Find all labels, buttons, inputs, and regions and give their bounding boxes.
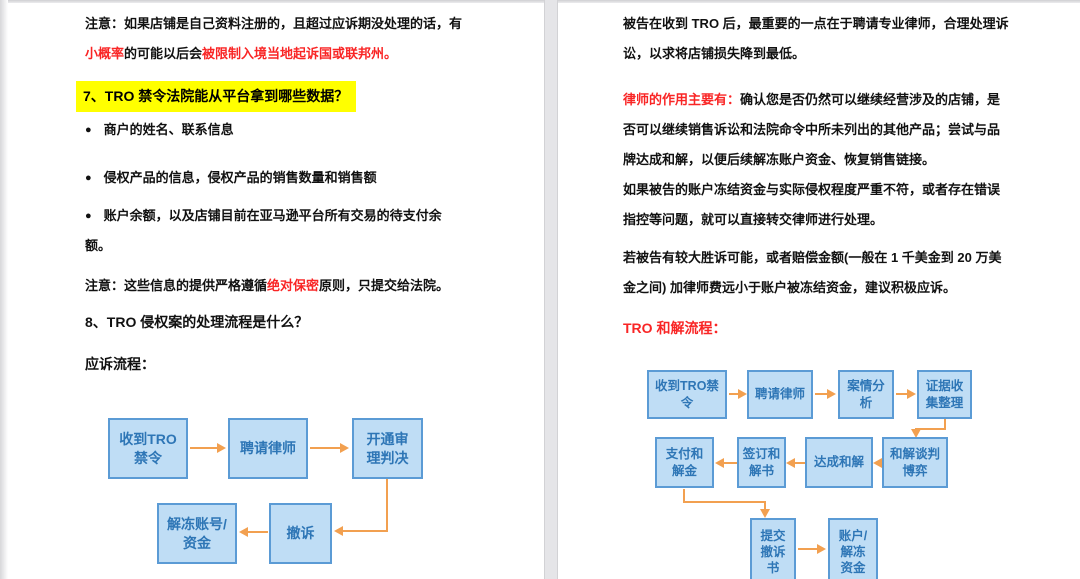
flow-node-submit-withdrawal: 提交 撤诉 书 — [750, 518, 796, 579]
flow-node-case-analysis: 案情分 析 — [838, 370, 894, 419]
bullet-item-2: ●侵权产品的信息，侵权产品的销售数量和销售额 — [85, 170, 377, 185]
arrow-right-line — [798, 548, 818, 550]
arrow-right-line — [896, 393, 908, 395]
heading-7-highlighted: 7、TRO 禁令法院能从平台拿到哪些数据？ — [76, 81, 357, 112]
para2-line3: 牌达成和解，以便后续解冻账户资金、恢复销售链接。 — [623, 152, 936, 167]
arrow-right-line — [729, 393, 739, 395]
para3-line1: 如果被告的账户冻结资金与实际侵权程度严重不符，或者存在错误 — [623, 182, 1001, 197]
page-top-shadow — [0, 0, 1080, 3]
arrow-right-icon — [340, 443, 349, 453]
arrow-right-icon — [827, 389, 836, 399]
page-gap-divider — [544, 0, 558, 579]
bullet-icon: ● — [85, 210, 92, 222]
flow-node-account-unfreeze: 账户/ 解冻 资金 — [828, 518, 878, 579]
elbow-arrow-line — [944, 419, 946, 430]
para4-line1: 若被告有较大胜诉可能，或者赔偿金额(一般在 1 千美金到 20 万美 — [623, 250, 1002, 265]
bullet-item-3: ●账户余额，以及店铺目前在亚马逊平台所有交易的待支付余 — [85, 208, 442, 223]
bullet-icon: ● — [85, 172, 92, 184]
right-flow-title: TRO 和解流程： — [623, 320, 727, 336]
arrow-right-icon — [217, 443, 226, 453]
flow-node-hire-lawyer: 聘请律师 — [747, 370, 813, 419]
elbow-arrow-line — [342, 530, 388, 532]
elbow-arrow-line — [915, 428, 946, 430]
flow-node-withdraw-case: 撤诉 — [269, 503, 332, 564]
para2-line2: 否可以继续销售诉讼和法院命令中所未列出的其他产品；尝试与品 — [623, 122, 1001, 137]
bullet-item-3-wrap: 额。 — [85, 238, 112, 253]
arrow-down-icon — [760, 509, 770, 518]
heading-8: 8、TRO 侵权案的处理流程是什么？ — [85, 314, 309, 330]
bullet-item-1: ●商户的姓名、联系信息 — [85, 122, 234, 137]
arrow-down-icon — [911, 429, 921, 438]
flow-node-receive-tro: 收到TRO禁 令 — [647, 370, 727, 419]
arrow-left-icon — [715, 458, 724, 468]
para3-line2: 指控等问题，就可以直接转交律师进行处理。 — [623, 212, 884, 227]
arrow-left-icon — [239, 527, 248, 537]
para1-line1: 被告在收到 TRO 后，最重要的一点在于聘请专业律师，合理处理诉 — [623, 16, 1009, 31]
arrow-left-line — [795, 462, 805, 464]
arrow-right-line — [815, 393, 828, 395]
para2-line1: 律师的作用主要有：确认您是否仍然可以继续经营涉及的店铺，是 — [623, 92, 1001, 107]
flow-node-trial-judgment: 开通审 理判决 — [352, 418, 423, 479]
arrow-left-icon — [334, 526, 343, 536]
elbow-arrow-line — [764, 501, 766, 509]
arrow-right-line — [310, 447, 341, 449]
elbow-arrow-line — [683, 489, 685, 503]
arrow-right-icon — [817, 544, 826, 554]
arrow-left-line — [724, 462, 737, 464]
arrow-right-line — [190, 447, 218, 449]
elbow-arrow-line — [683, 501, 766, 503]
elbow-arrow-line — [386, 479, 388, 532]
note2-line: 注意：这些信息的提供严格遵循绝对保密原则，只提交给法院。 — [85, 278, 450, 293]
arrow-left-icon — [786, 458, 795, 468]
arrow-left-line — [248, 531, 268, 533]
page-right: 被告在收到 TRO 后，最重要的一点在于聘请专业律师，合理处理诉 讼，以求将店铺… — [556, 0, 1080, 579]
page-left: 注意：如果店铺是自己资料注册的，且超过应诉期没处理的话，有 小概率的可能以后会被… — [8, 0, 544, 579]
left-flow-title: 应诉流程： — [85, 356, 155, 372]
note1-line1: 注意：如果店铺是自己资料注册的，且超过应诉期没处理的话，有 — [85, 16, 463, 31]
flow-node-hire-lawyer: 聘请律师 — [228, 418, 308, 479]
page-left-shadow — [0, 0, 8, 579]
bullet-icon: ● — [85, 124, 92, 136]
para1-line2: 讼，以求将店铺损失降到最低。 — [623, 46, 806, 61]
flow-node-evidence-collection: 证据收 集整理 — [917, 370, 972, 419]
flow-node-sign-settlement: 签订和 解书 — [737, 437, 786, 488]
flow-node-receive-tro: 收到TRO 禁令 — [108, 418, 188, 479]
arrow-right-icon — [907, 389, 916, 399]
flow-node-unfreeze-account: 解冻账号/ 资金 — [157, 503, 237, 564]
flow-node-pay-settlement: 支付和 解金 — [655, 437, 714, 488]
para4-line2: 金之间) 加律师费远小于账户被冻结资金，建议积极应诉。 — [623, 280, 956, 295]
arrow-left-icon — [873, 458, 882, 468]
arrow-right-icon — [738, 389, 747, 399]
flow-node-reach-settlement: 达成和解 — [805, 437, 873, 488]
flow-node-settlement-negotiation: 和解谈判 博弈 — [882, 437, 948, 488]
note1-line2: 小概率的可能以后会被限制入境当地起诉国或联邦州。 — [85, 46, 398, 61]
